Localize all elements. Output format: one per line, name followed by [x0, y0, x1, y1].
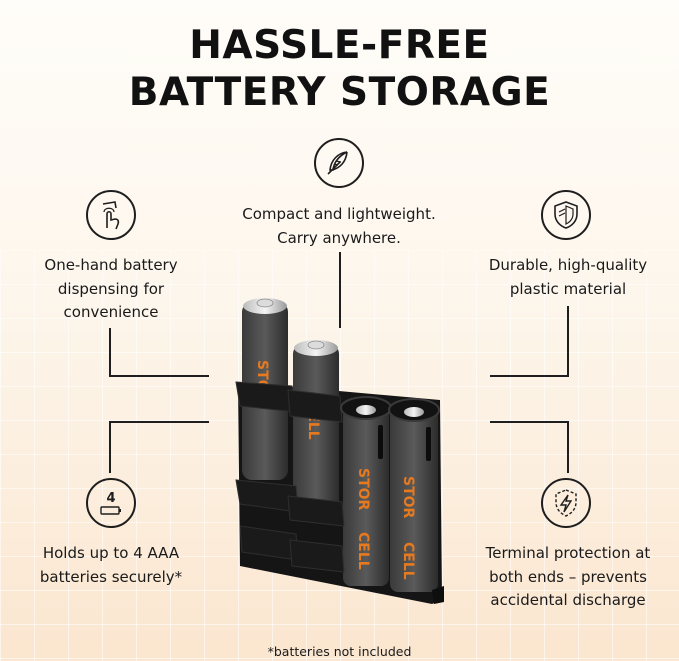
connector-left-top-vertical [109, 328, 111, 376]
connector-right-top-horizontal [490, 375, 569, 377]
page-title: HASSLE-FREE BATTERY STORAGE [0, 22, 679, 116]
title-line-2: BATTERY STORAGE [128, 70, 551, 115]
feature-protection-label: Terminal protection at both ends – preve… [470, 542, 666, 613]
feature-durable-line-1: Durable, high-quality [488, 256, 648, 274]
title-line-1: HASSLE-FREE [189, 23, 490, 68]
feature-protection-line-1: Terminal protection at [485, 544, 651, 562]
connector-right-bottom-horizontal [490, 421, 569, 423]
feature-dispensing-line-2: dispensing for [57, 279, 165, 298]
shield-icon [541, 190, 591, 240]
battery-count-icon: 4 [86, 478, 136, 528]
battery-2 [293, 344, 339, 512]
battery-count-text: 4 [106, 491, 115, 506]
battery-3 [343, 400, 389, 586]
feature-compact-line-2: Carry anywhere. [277, 228, 401, 247]
feature-dispensing-label: One-hand battery dispensing for convenie… [20, 254, 202, 325]
connector-left-bottom-horizontal [109, 421, 209, 423]
feature-compact-label: Compact and lightweight. Carry anywhere. [219, 203, 459, 250]
feature-capacity-line-1: Holds up to 4 AAA [42, 544, 180, 562]
brand-text-4: STOR [400, 476, 416, 519]
connector-left-top-horizontal [109, 375, 209, 377]
connector-left-bottom-vertical [109, 421, 111, 473]
hand-press-icon [86, 190, 136, 240]
brand-text-5: CELL [355, 532, 371, 570]
feather-icon [314, 138, 364, 188]
feature-capacity-label: Holds up to 4 AAA batteries securely* [20, 542, 202, 589]
feature-compact-line-1: Compact and lightweight. [242, 205, 436, 223]
feature-capacity-line-2: batteries securely* [39, 567, 183, 586]
feature-dispensing-line-3: convenience [63, 303, 159, 321]
lightning-shield-icon [541, 478, 591, 528]
brand-text-3: STOR [355, 468, 371, 511]
feature-dispensing-line-1: One-hand battery [44, 256, 178, 274]
feature-durable-line-2: plastic material [509, 279, 627, 298]
connector-right-bottom-vertical [567, 421, 569, 473]
battery-holder-image: STOR CELL STOR STOR CELL CELL [200, 290, 460, 614]
footnote: *batteries not included [267, 644, 412, 659]
connector-right-top-vertical [567, 306, 569, 376]
feature-protection-line-3: accidental discharge [490, 591, 646, 609]
feature-protection-line-2: both ends – prevents [489, 567, 647, 586]
connector-top [339, 252, 341, 328]
brand-text-6: CELL [400, 542, 416, 580]
feature-durable-label: Durable, high-quality plastic material [470, 254, 666, 301]
